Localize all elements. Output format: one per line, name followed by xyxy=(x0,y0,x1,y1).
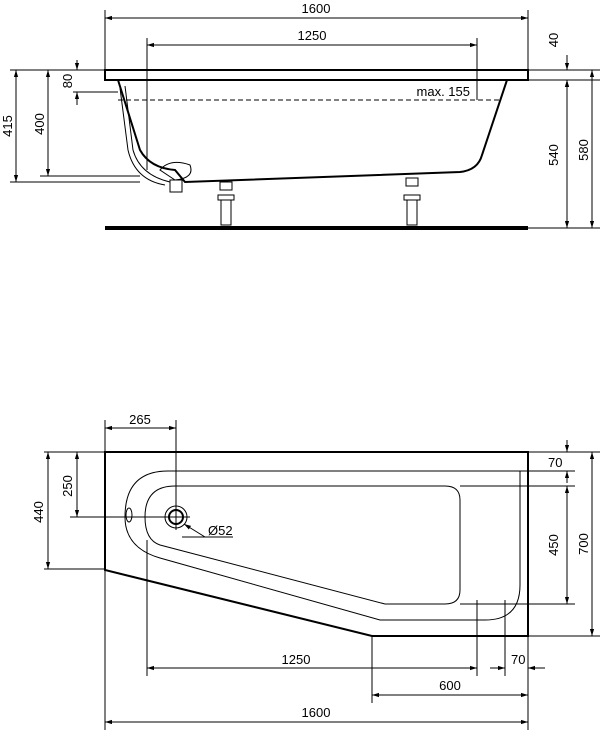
dim-415: 415 xyxy=(0,115,15,137)
dim-80: 80 xyxy=(60,74,75,88)
dim-265: 265 xyxy=(129,412,151,427)
dim-40: 40 xyxy=(546,33,561,47)
dim-450: 450 xyxy=(546,534,561,556)
tub-rim xyxy=(104,69,529,81)
dim-250: 250 xyxy=(60,475,75,497)
overflow-icon xyxy=(125,507,133,523)
support-leg xyxy=(403,177,421,226)
dim-700: 700 xyxy=(576,533,591,555)
side-view: 1600 1250 max. 155 40 540 580 415 400 80 xyxy=(0,1,600,230)
support-leg xyxy=(217,181,235,226)
tub-outline xyxy=(104,451,529,637)
dim-1250: 1250 xyxy=(298,28,327,43)
tub-rim-inner xyxy=(124,470,528,621)
tub-basin xyxy=(144,485,461,605)
dim-400: 400 xyxy=(32,113,47,135)
plan-view: Ø52 265 250 440 70 450 700 1250 70 600 1… xyxy=(31,412,600,730)
tub-body xyxy=(117,79,508,184)
dim-540: 540 xyxy=(546,144,561,166)
dim-70-right: 70 xyxy=(511,652,525,667)
dim-1600: 1600 xyxy=(302,1,331,16)
dim-600: 600 xyxy=(439,678,461,693)
dim-max-155: max. 155 xyxy=(417,84,470,99)
dim-diameter-52: Ø52 xyxy=(208,523,233,538)
overflow-pipe xyxy=(119,87,166,186)
dim-580: 580 xyxy=(576,139,591,161)
drain-fitting xyxy=(159,161,192,181)
dim-70-top: 70 xyxy=(548,455,562,470)
dim-1250-plan: 1250 xyxy=(282,652,311,667)
dim-440: 440 xyxy=(31,501,46,523)
dim-1600-plan: 1600 xyxy=(302,705,331,720)
